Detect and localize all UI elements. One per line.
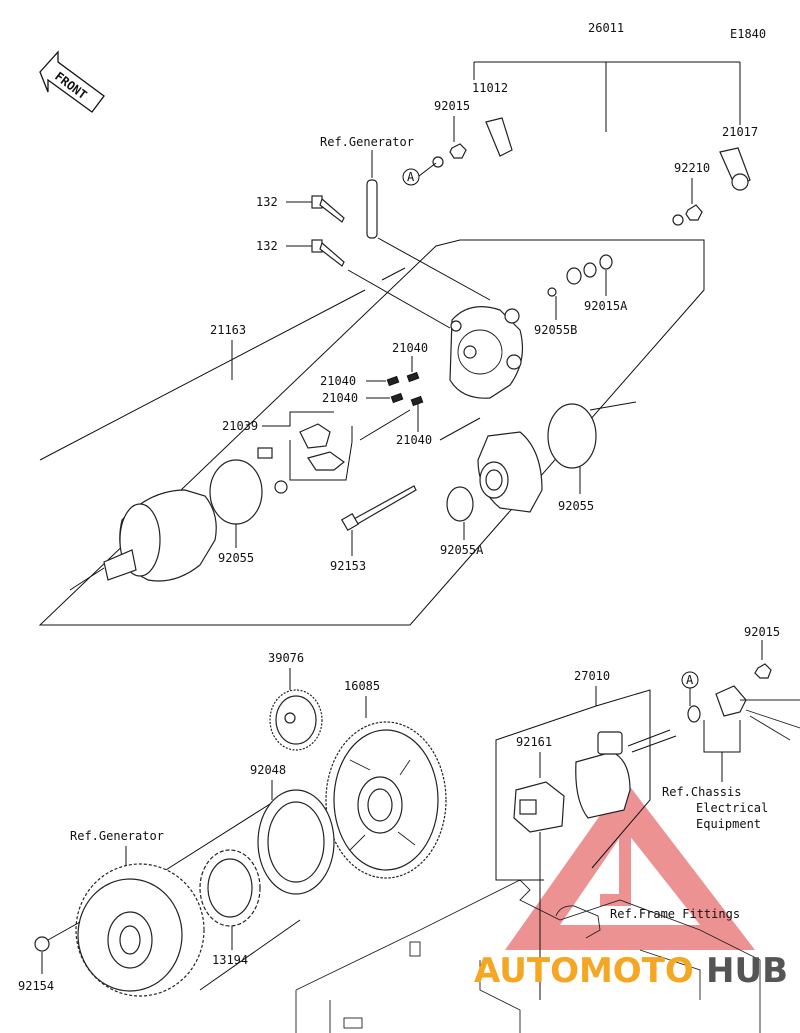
- callout-a-bottom: A: [681, 671, 699, 706]
- label-21040-c: 21040: [322, 391, 358, 405]
- frame-sketch: [295, 879, 761, 1033]
- harness-connector: [687, 663, 800, 741]
- label-92055-right: 92055: [558, 499, 594, 513]
- motor-yoke-21163: [69, 489, 217, 591]
- bolt-92154: [34, 921, 81, 952]
- label-132-a: 132: [256, 195, 278, 209]
- label-92015-right: 92015: [744, 625, 780, 639]
- label-11012: 11012: [472, 81, 508, 95]
- label-132-b: 132: [256, 239, 278, 253]
- svg-text:A: A: [686, 673, 694, 687]
- label-21040-a: 21040: [392, 341, 428, 355]
- callout-a-top: A: [402, 162, 437, 186]
- diagram-code: E1840: [730, 27, 766, 41]
- watermark-part1: AUTOMOTO: [474, 951, 694, 991]
- label-13194: 13194: [212, 953, 248, 967]
- starter-relay-27010: [575, 729, 677, 819]
- label-92055-left: 92055: [218, 551, 254, 565]
- label-92210: 92210: [674, 161, 710, 175]
- bolt-132-b: [311, 239, 345, 267]
- label-92153: 92153: [330, 559, 366, 573]
- idle-gear-39076: [269, 689, 323, 751]
- o-ring-92055-right: [547, 403, 597, 469]
- label-92161: 92161: [516, 735, 552, 749]
- label-92055A: 92055A: [440, 543, 484, 557]
- watermark-part2: HUB: [706, 951, 788, 991]
- one-way-clutch-13194: [199, 849, 261, 927]
- watermark-logo: [505, 780, 755, 950]
- label-16085: 16085: [344, 679, 380, 693]
- label-21017: 21017: [722, 125, 758, 139]
- ref-chassis-line-2: Electrical: [696, 801, 768, 815]
- ref-generator-bottom: Ref.Generator: [70, 829, 164, 843]
- starter-clutch-gear-16085: [325, 721, 447, 879]
- label-92048: 92048: [250, 763, 286, 777]
- starter-group-box: [38, 239, 705, 626]
- label-92154: 92154: [18, 979, 54, 993]
- label-92015A: 92015A: [584, 299, 628, 313]
- front-bracket: [477, 431, 543, 513]
- through-bolt-92153: [340, 485, 417, 532]
- cable-assembly-26011: [432, 61, 751, 226]
- generator-rotor: [75, 863, 205, 997]
- bolt-132-a: [311, 195, 345, 223]
- ref-generator-top: Ref.Generator: [320, 135, 414, 149]
- relay-boot-92161: [513, 781, 565, 833]
- ref-chassis-line-3: Equipment: [696, 817, 761, 831]
- end-cover: [449, 306, 523, 399]
- ref-frame-fittings: Ref.Frame Fittings: [610, 907, 740, 921]
- o-ring-92055A: [446, 486, 474, 522]
- label-21163: 21163: [210, 323, 246, 337]
- front-arrow-icon: FRONT: [39, 50, 105, 113]
- o-ring-92055-left: [209, 459, 263, 525]
- label-92015-top: 92015: [434, 99, 470, 113]
- brushes-21040: [386, 371, 424, 407]
- ref-chassis-line-1: Ref.Chassis: [662, 785, 741, 799]
- label-26011: 26011: [588, 21, 624, 35]
- label-92055B: 92055B: [534, 323, 577, 337]
- label-21040-d: 21040: [396, 433, 432, 447]
- brush-holder-21039: [257, 423, 345, 494]
- label-21040-b: 21040: [320, 374, 356, 388]
- watermark-text: AUTOMOTO HUB: [474, 951, 788, 991]
- washer-stack: [547, 254, 613, 297]
- svg-text:A: A: [407, 170, 415, 184]
- label-21039: 21039: [222, 419, 258, 433]
- label-39076: 39076: [268, 651, 304, 665]
- label-27010: 27010: [574, 669, 610, 683]
- gasket-92048: [257, 789, 335, 895]
